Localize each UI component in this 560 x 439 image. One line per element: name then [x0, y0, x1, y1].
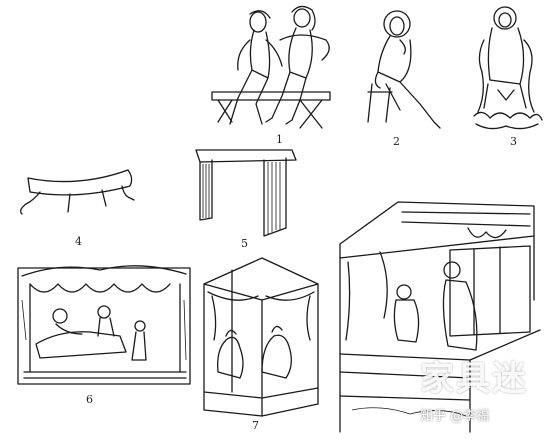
figure-number-4: 4 [75, 235, 82, 248]
watermark-brand: 家具迷 [420, 359, 528, 399]
panel-3-bodhisattva-drawing [473, 6, 543, 130]
panel-8-large-bed-drawing [339, 201, 541, 433]
figure-number-1: 1 [276, 133, 283, 146]
panel-5-table-drawing [195, 149, 297, 237]
panel-4-bench-drawing [20, 169, 135, 215]
figure-number-2: 2 [393, 135, 400, 148]
watermark-source: 知乎 @李福 [420, 409, 490, 424]
figure-number-6: 6 [86, 393, 93, 406]
figure-number-5: 5 [241, 237, 248, 250]
figure-number-3: 3 [510, 135, 517, 148]
figure-number-7: 7 [252, 419, 259, 432]
panel-1-seated-figures-drawing [211, 5, 331, 129]
panel-6-couch-scene-drawing [17, 265, 191, 385]
panel-7-canopy-bed-drawing [203, 257, 319, 417]
panel-2-seated-figure-drawing [367, 10, 441, 129]
